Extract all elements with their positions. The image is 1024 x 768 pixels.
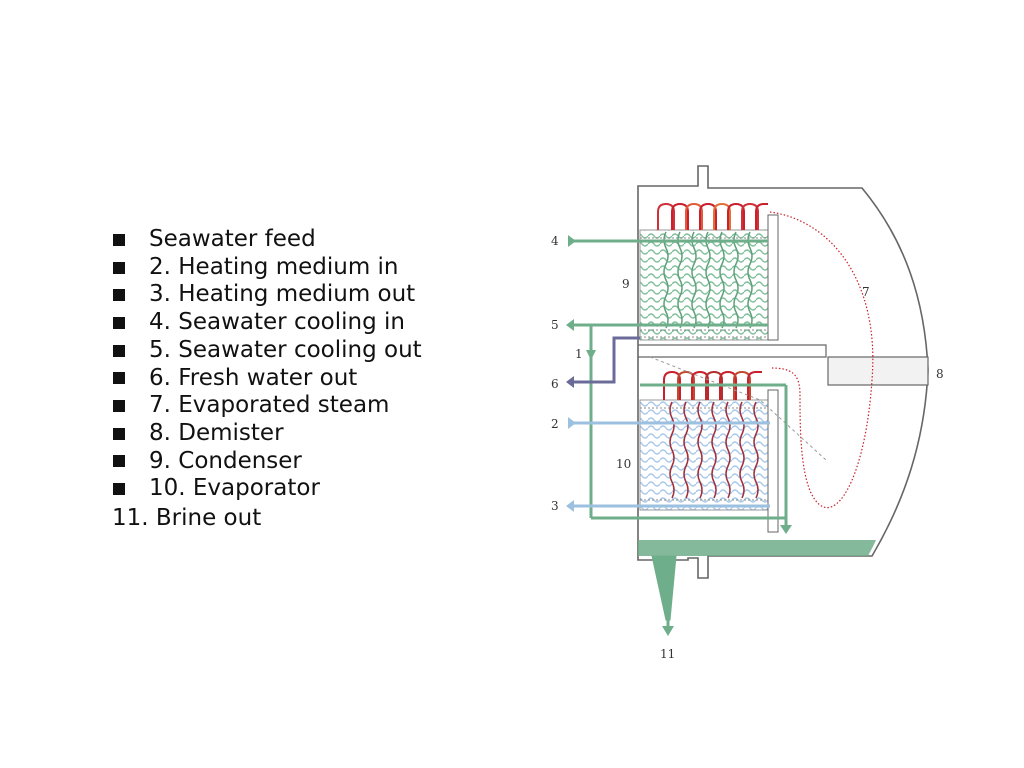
- legend-item: Seawater feed: [110, 226, 422, 254]
- legend-item: 7. Evaporated steam: [110, 392, 422, 420]
- label-5: 5: [551, 318, 559, 332]
- evaporated-steam-path: [769, 211, 874, 509]
- seawater-cooling-in-line: [568, 235, 768, 247]
- legend-item-brine-out: 11. Brine out: [112, 505, 262, 531]
- brine-outlet-pipe: [651, 555, 677, 621]
- legend-item-label: 5. Seawater cooling out: [149, 336, 422, 363]
- condenser-steam-tubes: [657, 202, 768, 230]
- label-6: 6: [551, 377, 559, 391]
- label-3: 3: [551, 499, 559, 513]
- legend-item: 9. Condenser: [110, 448, 422, 476]
- legend-item-label: 10. Evaporator: [149, 475, 320, 502]
- label-2: 2: [551, 417, 559, 431]
- heating-medium-in-line: [568, 417, 770, 429]
- label-11: 11: [660, 647, 675, 661]
- legend-item-label: 4. Seawater cooling in: [149, 309, 405, 336]
- heating-medium-out-line: [566, 500, 770, 512]
- legend-item: 2. Heating medium in: [110, 254, 422, 282]
- legend-item-label: 7. Evaporated steam: [149, 392, 390, 419]
- legend-item: 8. Demister: [110, 420, 422, 448]
- legend-item-label: 8. Demister: [149, 419, 284, 446]
- square-bullet-icon: [113, 483, 125, 496]
- label-7: 7: [862, 285, 870, 299]
- label-9: 9: [622, 277, 630, 291]
- evaporator-heating-coils: [669, 401, 759, 499]
- legend-item: 3. Heating medium out: [110, 281, 422, 309]
- label-4: 4: [551, 234, 559, 248]
- demister: [827, 356, 929, 386]
- evaporator-bundle: [639, 389, 779, 533]
- brine-pool: [638, 540, 876, 556]
- label-8: 8: [936, 367, 944, 381]
- legend-item-label: 6. Fresh water out: [149, 364, 358, 391]
- square-bullet-icon: [113, 372, 125, 385]
- condenser-cooling-coils: [663, 231, 753, 329]
- square-bullet-icon: [113, 400, 125, 413]
- condenser-bundle: [639, 214, 779, 341]
- legend-item-label: 9. Condenser: [149, 447, 302, 474]
- square-bullet-icon: [113, 233, 125, 246]
- label-1: 1: [575, 347, 583, 361]
- square-bullet-icon: [113, 427, 125, 440]
- legend-item: 10. Evaporator: [110, 475, 422, 503]
- brine-outlet-arrowhead-icon: [662, 626, 674, 636]
- evaporator-steam-tubes: [663, 370, 762, 400]
- fresh-water-out-line: [566, 336, 640, 388]
- divider-plate: [638, 344, 827, 358]
- legend-item-label: 2. Heating medium in: [149, 253, 399, 280]
- square-bullet-icon: [113, 289, 125, 302]
- square-bullet-icon: [113, 344, 125, 357]
- legend-item-label: Seawater feed: [149, 226, 316, 252]
- label-10: 10: [616, 457, 631, 471]
- legend-item: 4. Seawater cooling in: [110, 309, 422, 337]
- square-bullet-icon: [113, 261, 125, 274]
- seawater-cooling-out-line: [566, 319, 768, 331]
- legend-list: Seawater feed 2. Heating medium in 3. He…: [110, 226, 422, 503]
- square-bullet-icon: [113, 455, 125, 468]
- legend-item-label: 3. Heating medium out: [149, 281, 416, 308]
- legend-item: 5. Seawater cooling out: [110, 337, 422, 365]
- square-bullet-icon: [113, 316, 125, 329]
- legend-item: 6. Fresh water out: [110, 365, 422, 393]
